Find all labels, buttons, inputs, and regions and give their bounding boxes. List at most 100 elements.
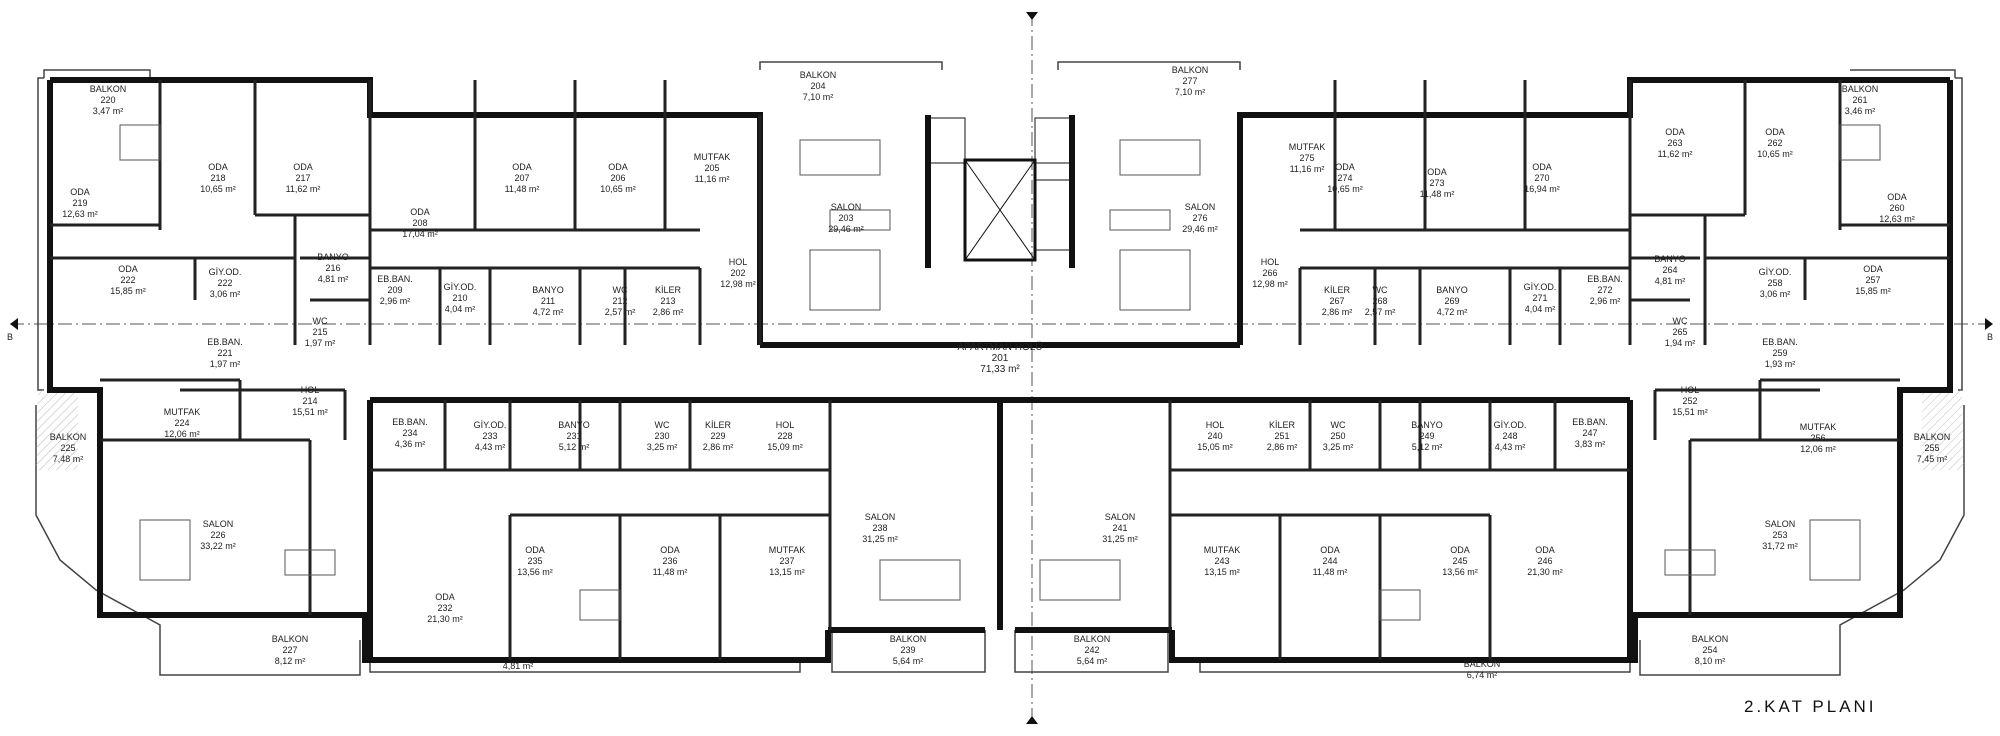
- room-area: 15,05 m²: [1197, 442, 1233, 452]
- room-area: 11,16 m²: [695, 174, 730, 184]
- room-area: 12,98 m²: [720, 279, 756, 289]
- room-area: 3,25 m²: [1323, 442, 1354, 452]
- room-name: KİLER: [655, 285, 682, 295]
- room-no: 221: [217, 348, 232, 358]
- room-area: 11,62 m²: [1658, 149, 1693, 159]
- room-name: GİY.OD.: [474, 420, 507, 430]
- room-name: BANYO: [532, 285, 564, 295]
- room-no: 241: [1112, 523, 1127, 533]
- room-no: 264: [1662, 265, 1677, 275]
- floor-title: 2.KAT PLANI: [1744, 697, 1877, 716]
- room-no: 259: [1772, 348, 1787, 358]
- room-no: 201: [992, 353, 1009, 364]
- room-no: 258: [1767, 278, 1782, 288]
- room-no: 219: [72, 198, 87, 208]
- room-name: SALON: [865, 512, 896, 522]
- room-area: 21,30 m²: [427, 614, 463, 624]
- room-area: 2,96 m²: [1590, 296, 1621, 306]
- section-arrows: [10, 12, 1993, 724]
- room-area: 1,97 m²: [305, 338, 336, 348]
- room-name: ODA: [1335, 162, 1355, 172]
- room-area: 4,04 m²: [1525, 304, 1556, 314]
- room-no: 204: [810, 81, 825, 91]
- room-no: 271: [1532, 293, 1547, 303]
- section-mark-right: B: [1987, 332, 1993, 342]
- room-no: 253: [1772, 530, 1787, 540]
- room-area: 3,25 m²: [647, 442, 678, 452]
- stair-core: [929, 117, 1071, 262]
- room-name: APARTMAN HOLÜ: [957, 341, 1042, 353]
- room-area: 2,57 m²: [1365, 307, 1396, 317]
- room-name: SALON: [1185, 202, 1216, 212]
- room-name: BANYO: [1654, 254, 1686, 264]
- room-no: 236: [662, 556, 677, 566]
- room-name: HOL: [776, 420, 795, 430]
- room-name: KİLER: [1269, 420, 1296, 430]
- room-name: WC: [655, 420, 670, 430]
- room-no: 268: [1372, 296, 1387, 306]
- room-name: EB.BAN.: [207, 337, 243, 347]
- room-name: BANYO: [1411, 420, 1443, 430]
- room-area: 2,86 m²: [703, 442, 734, 452]
- room-area: 2,96 m²: [380, 296, 411, 306]
- room-area: 7,10 m²: [803, 92, 834, 102]
- room-name: GİY.OD.: [1494, 420, 1527, 430]
- room-area: 5,12 m²: [559, 442, 590, 452]
- room-no: 267: [1329, 296, 1344, 306]
- room-no: 257: [1865, 275, 1880, 285]
- room-area: 12,98 m²: [1252, 279, 1288, 289]
- room-area: 3,06 m²: [1760, 289, 1791, 299]
- room-no: 215: [312, 327, 327, 337]
- room-area: 7,45 m²: [1917, 454, 1948, 464]
- room-area: 7,10 m²: [1175, 87, 1206, 97]
- room-no: 238: [872, 523, 887, 533]
- room-name: BALKON: [1074, 634, 1111, 644]
- room-area: 2,86 m²: [1322, 307, 1353, 317]
- room-area: 31,72 m²: [1762, 541, 1798, 551]
- section-mark-left: B: [7, 332, 13, 342]
- room-area: 1,93 m²: [1765, 359, 1796, 369]
- room-name: GİY.OD.: [444, 282, 477, 292]
- room-name: ODA: [70, 187, 90, 197]
- room-area: 6,74 m²: [1467, 670, 1498, 680]
- room-name: GİY.OD.: [209, 267, 242, 277]
- room-no: 214: [302, 396, 317, 406]
- room-name: BALKON: [1692, 634, 1729, 644]
- room-name: ODA: [608, 162, 628, 172]
- room-area: 3,83 m²: [1575, 439, 1606, 449]
- room-area: 4,72 m²: [533, 307, 564, 317]
- room-name: EB.BAN.: [377, 274, 413, 284]
- room-name: SALON: [831, 202, 862, 212]
- room-name: BALKON: [800, 70, 837, 80]
- room-no: 212: [612, 296, 627, 306]
- room-area: 8,12 m²: [275, 656, 306, 666]
- room-area: 4,72 m²: [1437, 307, 1468, 317]
